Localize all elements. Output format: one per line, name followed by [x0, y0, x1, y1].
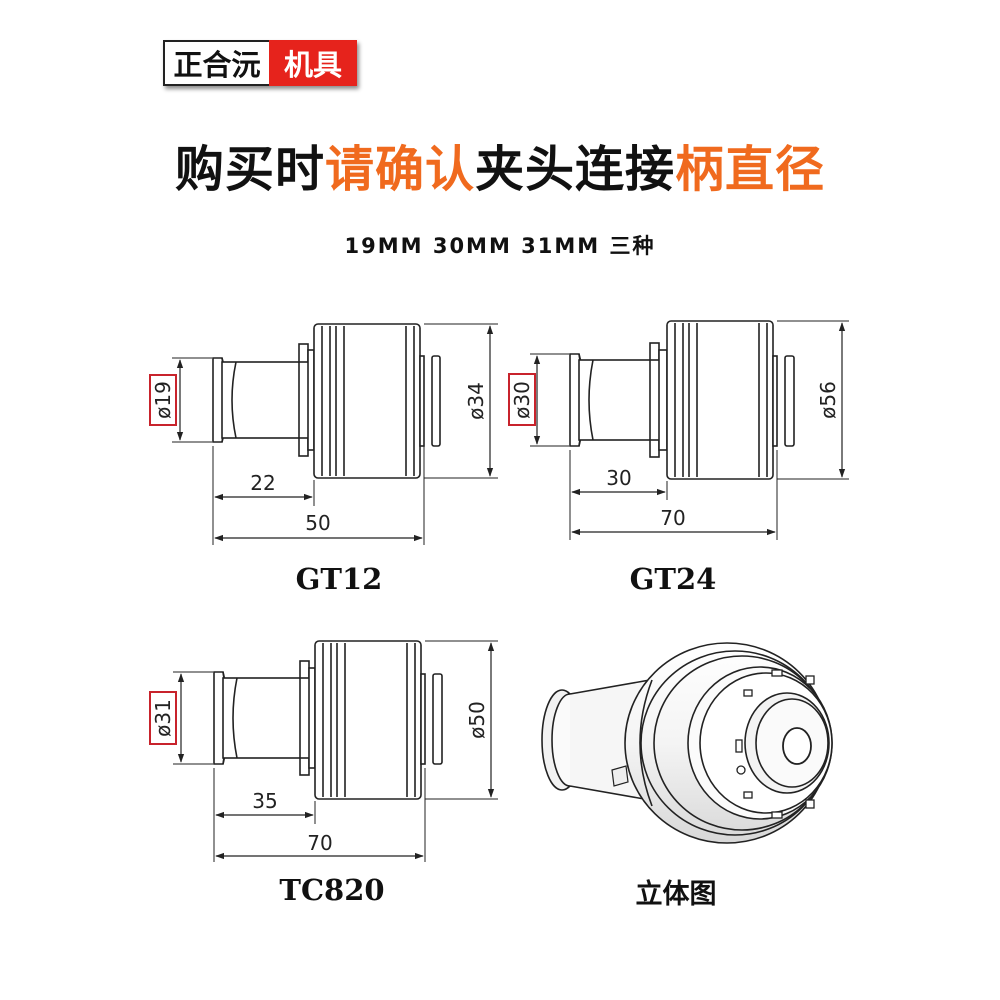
tc820-body-dia: ø50: [465, 701, 489, 739]
headline: 购买时请确认夹头连接柄直径: [0, 130, 1000, 201]
gt12-shank-dia: ø19: [151, 381, 175, 419]
drawing-gt24: [508, 320, 849, 540]
gt12-len-short: 22: [250, 471, 275, 495]
drawing-gt12: [149, 323, 498, 545]
headline-part-4: 柄直径: [675, 141, 826, 198]
label-gt24: GT24: [629, 562, 717, 596]
drawing-tc820: [149, 640, 498, 862]
tc820-shank-dia: ø31: [151, 699, 175, 737]
gt12-len-total: 50: [305, 511, 330, 535]
isometric-view: [541, 642, 833, 844]
tc820-len-total: 70: [307, 831, 332, 855]
headline-part-3: 夹头连接: [475, 141, 676, 198]
headline-part-2: 请确认: [324, 141, 475, 198]
headline-part-1: 购买时: [174, 141, 325, 198]
gt12-body-dia: ø34: [464, 382, 488, 420]
label-gt12: GT12: [295, 562, 383, 596]
brand-name-right: 机具: [269, 40, 357, 86]
tc820-len-short: 35: [252, 789, 277, 813]
sizes-line: 19MM 30MM 31MM 三种: [344, 234, 656, 258]
label-tc820: TC820: [279, 873, 385, 907]
caption-isometric: 立体图: [635, 879, 717, 910]
gt24-len-short: 30: [606, 466, 631, 490]
gt24-body-dia: ø56: [816, 381, 840, 419]
brand-logo: 正合沅 机具: [163, 40, 357, 86]
brand-name-left: 正合沅: [163, 40, 269, 86]
gt24-len-total: 70: [660, 506, 685, 530]
gt24-shank-dia: ø30: [510, 381, 534, 419]
